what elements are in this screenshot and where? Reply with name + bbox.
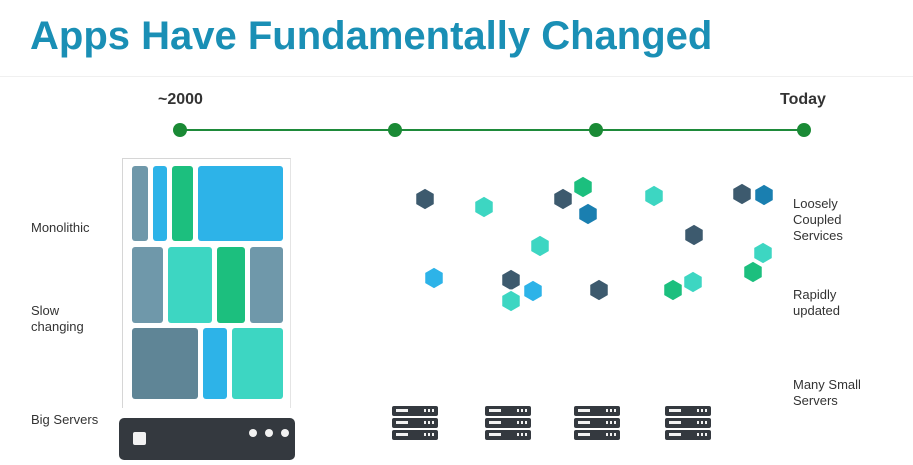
page-title: Apps Have Fundamentally Changed bbox=[30, 14, 713, 58]
timeline-dot-3 bbox=[589, 123, 603, 137]
monolith-block bbox=[168, 247, 212, 323]
hexagon-icon bbox=[500, 289, 522, 313]
label-slow-changing: Slow changing bbox=[31, 303, 84, 334]
hexagon-icon bbox=[682, 270, 704, 294]
monolith-block bbox=[172, 166, 193, 241]
label-rapidly-updated: Rapidly updated bbox=[793, 287, 840, 318]
hexagon-icon bbox=[529, 234, 551, 258]
hexagon-icon bbox=[423, 266, 445, 290]
monolith-block bbox=[250, 247, 283, 323]
monolith-block bbox=[203, 328, 227, 399]
timeline-dot-start bbox=[173, 123, 187, 137]
hexagon-icon bbox=[643, 184, 665, 208]
hexagon-icon bbox=[572, 175, 594, 199]
small-server-icon bbox=[485, 406, 531, 442]
hexagon-icon bbox=[414, 187, 436, 211]
monolith-frame bbox=[122, 158, 291, 408]
hexagon-icon bbox=[500, 268, 522, 292]
timeline-line bbox=[180, 129, 804, 131]
hexagon-icon bbox=[577, 202, 599, 226]
timeline-start-label: ~2000 bbox=[158, 91, 203, 108]
monolith-block bbox=[232, 328, 283, 399]
server-led-icon bbox=[265, 429, 273, 437]
monolith-block bbox=[198, 166, 283, 241]
hexagon-icon bbox=[662, 278, 684, 302]
hexagon-icon bbox=[742, 260, 764, 284]
monolith-block bbox=[132, 328, 198, 399]
hexagon-icon bbox=[731, 182, 753, 206]
monolith-block bbox=[132, 166, 148, 241]
timeline-end-label: Today bbox=[780, 91, 826, 108]
server-panel-icon bbox=[133, 432, 146, 445]
hexagon-icon bbox=[552, 187, 574, 211]
hexagon-icon bbox=[522, 279, 544, 303]
hexagon-icon bbox=[752, 241, 774, 265]
small-server-icon bbox=[574, 406, 620, 442]
hexagon-icon bbox=[588, 278, 610, 302]
hexagon-icon bbox=[753, 183, 775, 207]
monolith-block bbox=[132, 247, 163, 323]
small-server-icon bbox=[392, 406, 438, 442]
title-divider bbox=[0, 76, 913, 77]
server-led-icon bbox=[281, 429, 289, 437]
monolith-block bbox=[153, 166, 167, 241]
label-many-small-servers: Many Small Servers bbox=[793, 377, 861, 408]
small-server-icon bbox=[665, 406, 711, 442]
timeline-dot-2 bbox=[388, 123, 402, 137]
label-monolithic: Monolithic bbox=[31, 220, 90, 235]
hexagon-icon bbox=[683, 223, 705, 247]
hexagon-icon bbox=[473, 195, 495, 219]
server-led-icon bbox=[249, 429, 257, 437]
timeline-dot-end bbox=[797, 123, 811, 137]
big-server bbox=[119, 418, 295, 460]
label-big-servers: Big Servers bbox=[31, 412, 99, 427]
label-loosely-coupled-services: Loosely Coupled Services bbox=[793, 196, 843, 243]
monolith-block bbox=[217, 247, 245, 323]
